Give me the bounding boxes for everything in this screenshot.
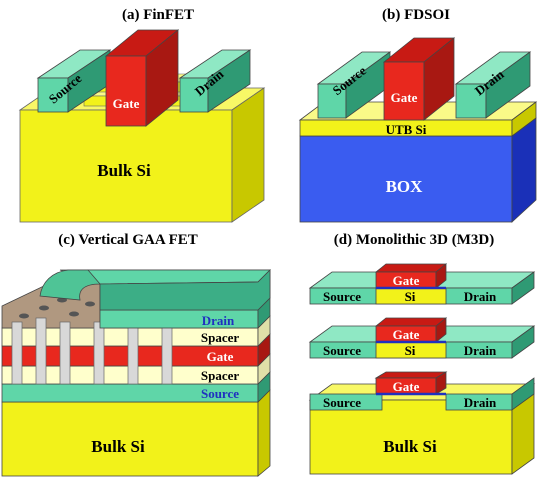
fdsoi-drain	[454, 51, 532, 119]
gaa-bulk-si	[1, 389, 271, 477]
fdsoi-gate	[382, 37, 456, 121]
fdsoi-gate-label: Gate	[391, 90, 418, 105]
m3d-bulk-label: Bulk Si	[383, 437, 437, 456]
gaa-spacer-top-label: Spacer	[201, 330, 240, 345]
m3d-tier-3-source: Source	[323, 395, 361, 410]
m3d-tier-1	[308, 263, 536, 305]
fdsoi-title: (b) FDSOI	[382, 7, 450, 23]
m3d-title: (d) Monolithic 3D (M3D)	[334, 232, 494, 248]
fdsoi-box-label: BOX	[386, 177, 424, 196]
m3d-tier-3-gate: Gate	[393, 379, 420, 394]
m3d-tier-1-source: Source	[323, 289, 361, 304]
panel-m3d: (d) Monolithic 3D (M3D) Bulk Si Gate Sou…	[308, 232, 536, 475]
panel-finfet: (a) FinFET Bulk Si Source Drain	[18, 7, 266, 223]
m3d-tier-1-gate: Gate	[393, 273, 420, 288]
fdsoi-box	[299, 117, 537, 223]
fdsoi-utb-label: UTB Si	[386, 122, 427, 137]
panel-gaa: (c) Vertical GAA FET Bulk Si Source Spac…	[1, 232, 271, 477]
m3d-tier-2-source: Source	[323, 343, 361, 358]
finfet-title: (a) FinFET	[122, 7, 194, 23]
finfet-drain	[178, 49, 252, 113]
finfet-bulk-label: Bulk Si	[97, 161, 151, 180]
m3d-tier-2-channel: Si	[405, 343, 416, 358]
gaa-spacer-bottom-label: Spacer	[201, 368, 240, 383]
finfet-source	[36, 49, 112, 113]
panel-fdsoi: (b) FDSOI BOX UTB Si Source Drain	[298, 7, 538, 223]
m3d-tier-1-drain: Drain	[464, 289, 497, 304]
gaa-drain-layer	[39, 269, 271, 329]
gaa-nanowire-pillars	[11, 317, 173, 385]
gaa-title: (c) Vertical GAA FET	[58, 232, 198, 248]
gaa-source-label: Source	[201, 386, 239, 401]
finfet-gate	[104, 29, 180, 127]
m3d-tier-3	[309, 371, 535, 411]
m3d-tier-2	[308, 317, 536, 359]
m3d-tier-1-channel: Si	[405, 289, 416, 304]
finfet-bulk-si	[18, 87, 266, 223]
m3d-tier-3-drain: Drain	[464, 395, 497, 410]
m3d-tier-2-drain: Drain	[464, 343, 497, 358]
gaa-bulk-label: Bulk Si	[91, 437, 145, 456]
gaa-gate-label: Gate	[207, 349, 234, 364]
m3d-tier-2-gate: Gate	[393, 327, 420, 342]
finfet-gate-label: Gate	[113, 96, 140, 111]
gaa-drain-label: Drain	[202, 313, 235, 328]
